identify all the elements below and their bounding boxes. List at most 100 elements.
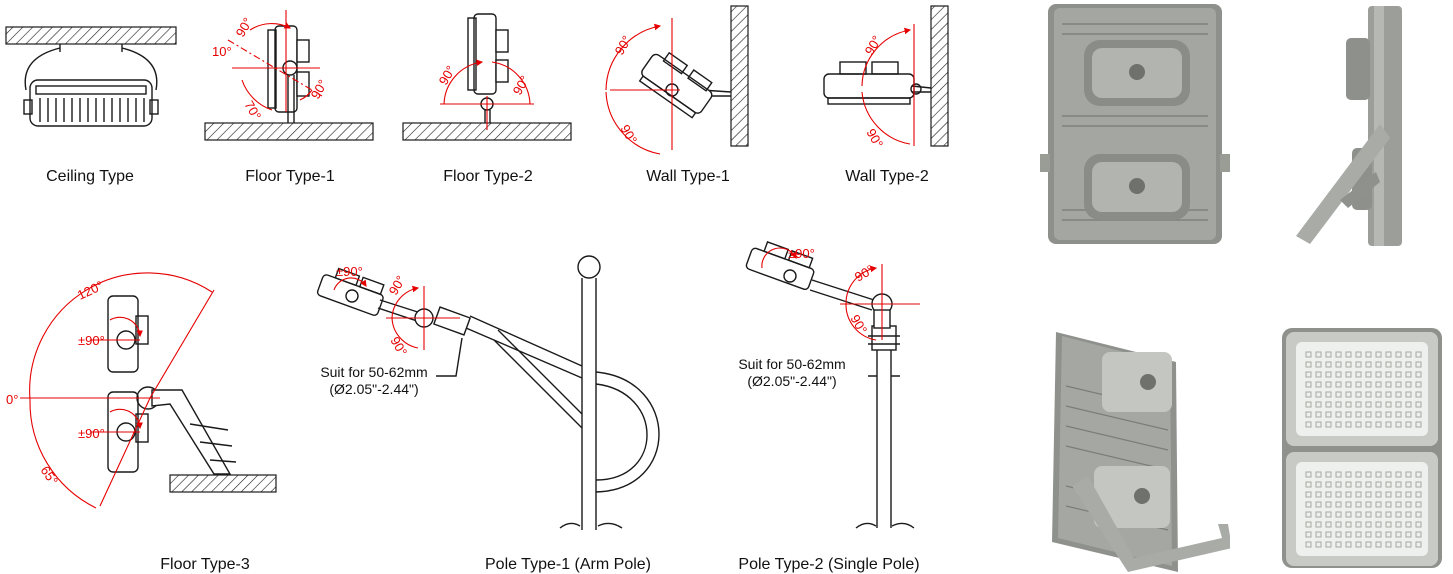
led-lens [1355, 381, 1362, 388]
led-lens [1405, 401, 1412, 408]
led-lens [1365, 381, 1372, 388]
led-lens [1375, 501, 1382, 508]
led-lens [1405, 521, 1412, 528]
led-lens [1385, 381, 1392, 388]
led-lens [1325, 481, 1332, 488]
led-lens [1415, 361, 1422, 368]
caption-floor-type-1: Floor Type-1 [245, 168, 335, 185]
led-lens [1335, 501, 1342, 508]
led-lens [1305, 371, 1312, 378]
caption-pole-type-1: Pole Type-1 (Arm Pole) [485, 556, 651, 573]
led-lens [1385, 351, 1392, 358]
product-photo-back-view [1040, 4, 1230, 244]
led-lens [1345, 541, 1352, 548]
led-lens [1405, 361, 1412, 368]
led-lens [1405, 491, 1412, 498]
led-lens [1415, 351, 1422, 358]
led-lens [1395, 511, 1402, 518]
angle-label: ±90° [78, 426, 105, 441]
led-lens [1305, 411, 1312, 418]
product-photo-angled-view [1052, 332, 1230, 572]
led-lens [1305, 541, 1312, 548]
led-lens [1355, 411, 1362, 418]
led-lens [1385, 541, 1392, 548]
led-lens [1315, 511, 1322, 518]
led-lens [1405, 381, 1412, 388]
wall-type-1-drawing [605, 5, 749, 155]
led-lens [1385, 481, 1392, 488]
led-lens [1355, 471, 1362, 478]
led-lens [1305, 471, 1312, 478]
led-lens [1345, 471, 1352, 478]
led-lens [1375, 381, 1382, 388]
led-lens [1315, 421, 1322, 428]
angle-label: 0° [6, 392, 18, 407]
led-lens [1375, 371, 1382, 378]
angle-label: 90° [612, 33, 635, 58]
led-lens [1365, 481, 1372, 488]
led-lens [1335, 401, 1342, 408]
led-lens [1365, 401, 1372, 408]
led-lens [1305, 491, 1312, 498]
pole-type-1-drawing [316, 255, 660, 530]
diameter-line-1: Suit for 50-62mm [738, 356, 846, 372]
led-lens [1335, 471, 1342, 478]
diameter-line-2: (Ø2.05"-2.44") [329, 381, 419, 397]
led-lens [1355, 501, 1362, 508]
led-lens [1375, 521, 1382, 528]
led-lens [1355, 491, 1362, 498]
led-lens [1405, 391, 1412, 398]
led-lens [1395, 521, 1402, 528]
angle-label: 90° [308, 77, 331, 102]
led-lens [1305, 351, 1312, 358]
led-lens [1345, 361, 1352, 368]
led-lens [1365, 511, 1372, 518]
led-lens [1405, 471, 1412, 478]
floor-type-2-drawing [402, 13, 572, 141]
led-lens [1385, 411, 1392, 418]
led-lens [1345, 391, 1352, 398]
led-lens [1325, 471, 1332, 478]
led-lens [1325, 381, 1332, 388]
caption-pole-type-2: Pole Type-2 (Single Pole) [738, 556, 920, 573]
caption-floor-type-3: Floor Type-3 [160, 556, 250, 573]
led-lens [1335, 481, 1342, 488]
led-lens [1365, 521, 1372, 528]
led-lens [1375, 401, 1382, 408]
led-lens [1365, 421, 1372, 428]
led-lens [1335, 421, 1342, 428]
pole-type-2-drawing [745, 241, 920, 529]
led-lens [1345, 481, 1352, 488]
led-lens [1405, 411, 1412, 418]
led-lens [1365, 531, 1372, 538]
led-lens [1315, 531, 1322, 538]
led-lens [1375, 411, 1382, 418]
led-lens [1345, 511, 1352, 518]
led-lens [1415, 381, 1422, 388]
led-lens [1355, 531, 1362, 538]
angle-label: 90° [233, 15, 256, 40]
led-lens [1355, 371, 1362, 378]
floor-type-1-drawing [204, 10, 374, 141]
led-lens [1315, 411, 1322, 418]
led-lens [1375, 361, 1382, 368]
led-lens [1415, 391, 1422, 398]
diameter-line-2: (Ø2.05"-2.44") [747, 373, 837, 389]
led-lens [1395, 501, 1402, 508]
led-lens [1325, 541, 1332, 548]
led-lens [1375, 481, 1382, 488]
led-lens [1405, 371, 1412, 378]
angle-label: 90° [436, 63, 459, 88]
pole-1-diameter-note: Suit for 50-62mm (Ø2.05"-2.44") [320, 364, 427, 398]
led-lens [1335, 351, 1342, 358]
led-lens [1315, 381, 1322, 388]
led-lens [1315, 541, 1322, 548]
led-lens [1385, 401, 1392, 408]
led-lens [1345, 521, 1352, 528]
led-lens [1405, 531, 1412, 538]
led-lens [1415, 471, 1422, 478]
led-lens [1345, 421, 1352, 428]
led-lens [1335, 411, 1342, 418]
angle-label: 120° [75, 278, 106, 303]
led-lens [1345, 371, 1352, 378]
